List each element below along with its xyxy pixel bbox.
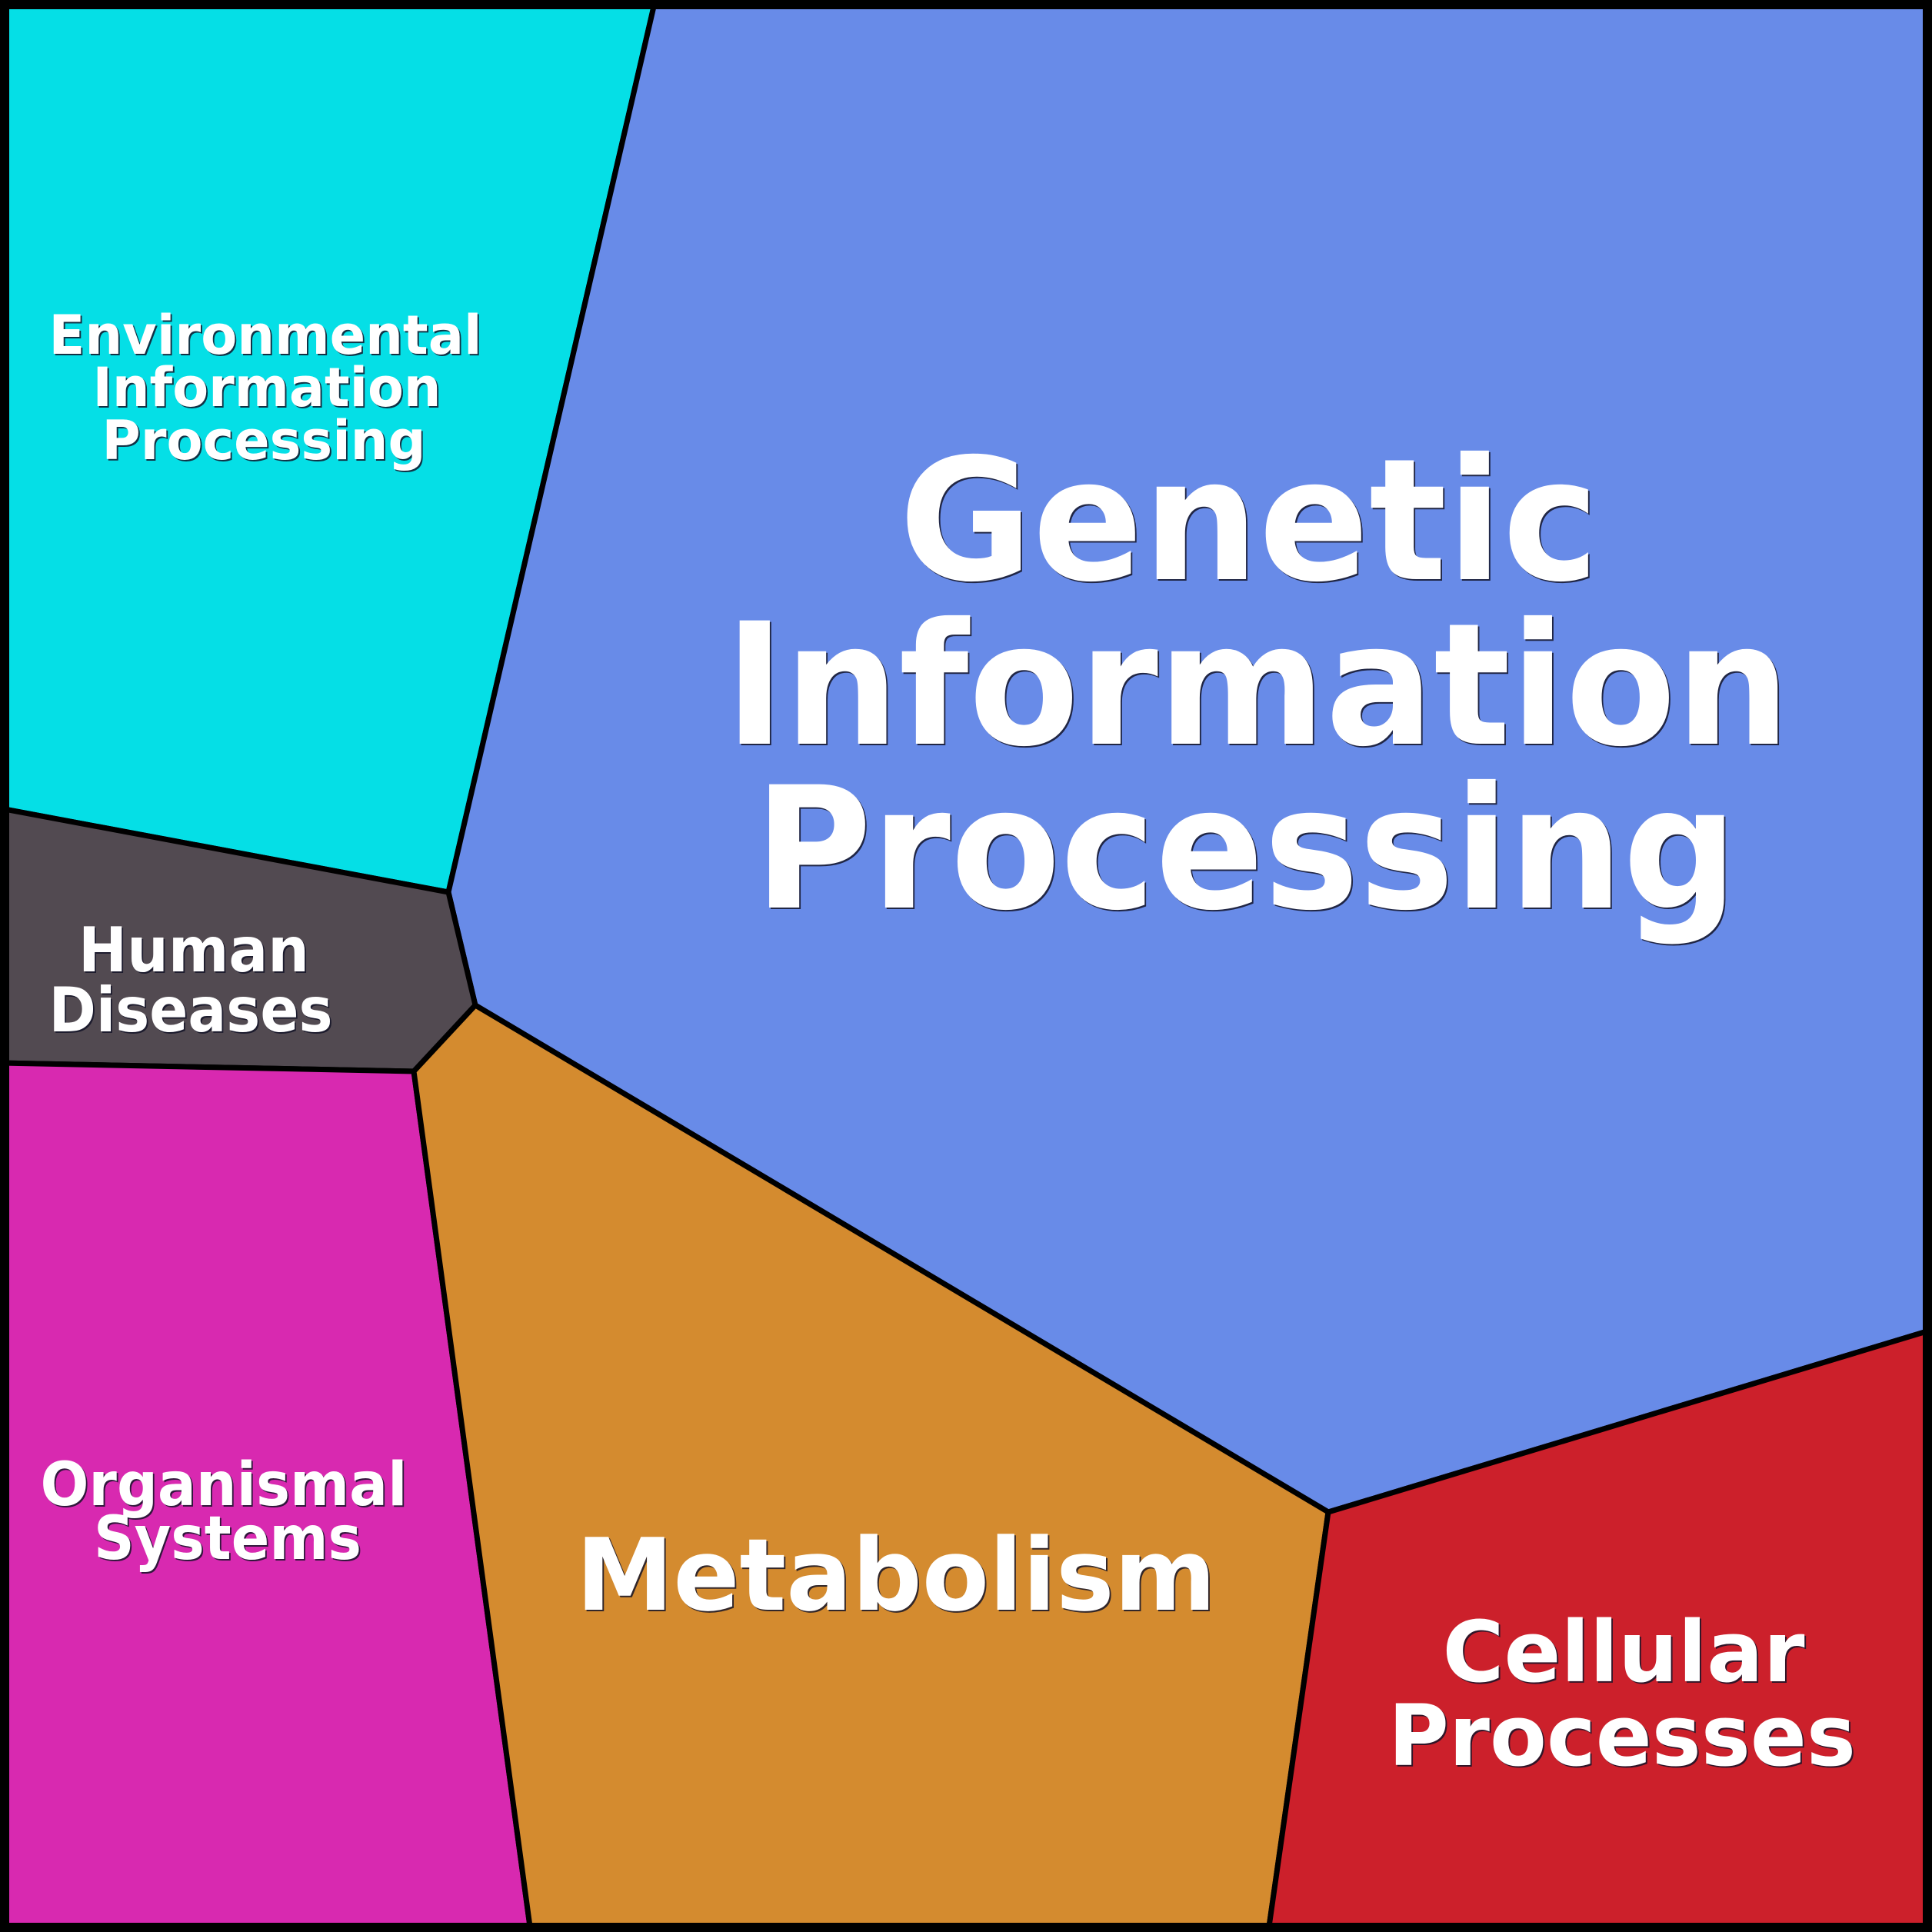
label-line: Diseases [49, 974, 333, 1046]
label-line: Information [725, 587, 1790, 784]
label-line: Processing [754, 751, 1737, 948]
label-genetic-information-processing: Genetic Information Processing [725, 422, 1790, 948]
label-line: Organismal [41, 1451, 408, 1520]
label-line: Cellular [1443, 1603, 1805, 1701]
label-line: Systems [94, 1504, 361, 1574]
label-line: Information [93, 356, 441, 419]
label-line: Processes [1388, 1687, 1856, 1785]
region-organismal-systems [0, 1060, 534, 1932]
label-line: Metabolism [576, 1517, 1216, 1634]
region-cellular-processes [1265, 1327, 1932, 1932]
label-human-diseases: Human Diseases [49, 914, 333, 1046]
label-line: Environmental [49, 304, 482, 367]
label-metabolism: Metabolism [576, 1517, 1216, 1634]
label-line: Human [78, 914, 309, 986]
label-environmental-information-processing: Environmental Information Processing [49, 304, 482, 472]
label-cellular-processes: Cellular Processes [1388, 1603, 1856, 1785]
label-organismal-systems: Organismal Systems [41, 1451, 408, 1574]
label-line: Processing [102, 409, 426, 472]
label-line: Genetic [899, 422, 1599, 619]
